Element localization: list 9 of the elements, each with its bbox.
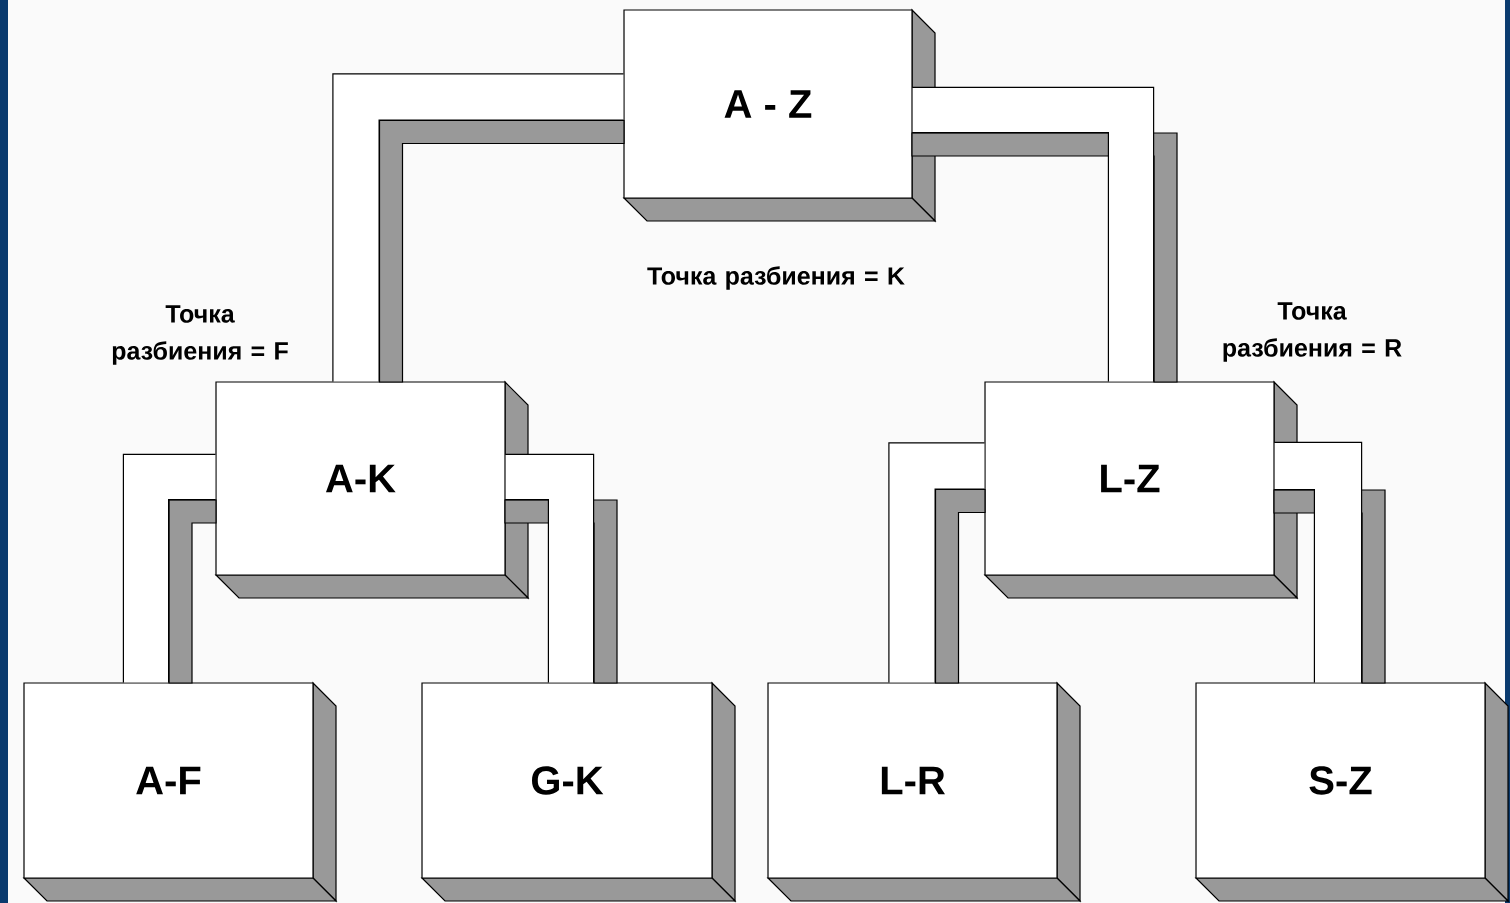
split-point-label: Точка разбиения = R [1223,302,1402,362]
pipe-connector [332,73,625,383]
pipe-connector [911,86,1178,383]
pipe-connector [1273,441,1386,684]
pipe-connector [888,442,986,684]
split-point-label: Точка разбиения = K [647,266,905,290]
split-point-label: Точка разбиения = F [112,305,288,365]
pipe-connector [504,453,618,684]
pipe-connector [122,453,217,684]
